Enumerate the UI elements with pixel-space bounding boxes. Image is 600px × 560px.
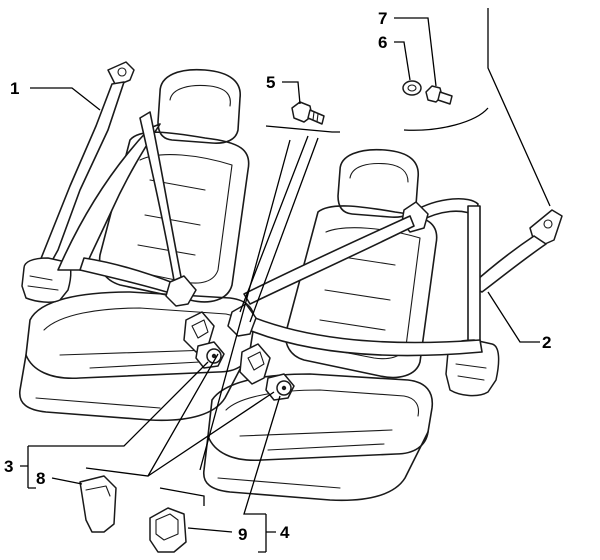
left-seat [19, 68, 256, 422]
cover-part-9 [149, 507, 187, 553]
callout-9: 9 [238, 525, 247, 544]
callout-8: 8 [36, 469, 45, 488]
bushing-part-6 [402, 80, 422, 96]
callout-4: 4 [280, 523, 290, 542]
callout-labels: 1 2 3 4 5 6 7 8 9 [4, 9, 551, 544]
cover-part-8 [79, 475, 117, 533]
left-seatbelt-retractor [21, 61, 197, 307]
callout-1: 1 [10, 79, 19, 98]
callout-7: 7 [378, 9, 387, 28]
callout-3: 3 [4, 457, 13, 476]
right-seatbelt-retractor [227, 197, 563, 397]
left-buckle-assembly [183, 311, 225, 369]
right-buckle-assembly [239, 343, 295, 401]
callout-2: 2 [542, 333, 551, 352]
right-seat [203, 148, 438, 502]
leader-lines [20, 8, 551, 553]
bolt-part-7 [425, 85, 453, 105]
bolt-part-5 [291, 101, 325, 125]
callout-5: 5 [266, 73, 275, 92]
callout-6: 6 [378, 33, 387, 52]
